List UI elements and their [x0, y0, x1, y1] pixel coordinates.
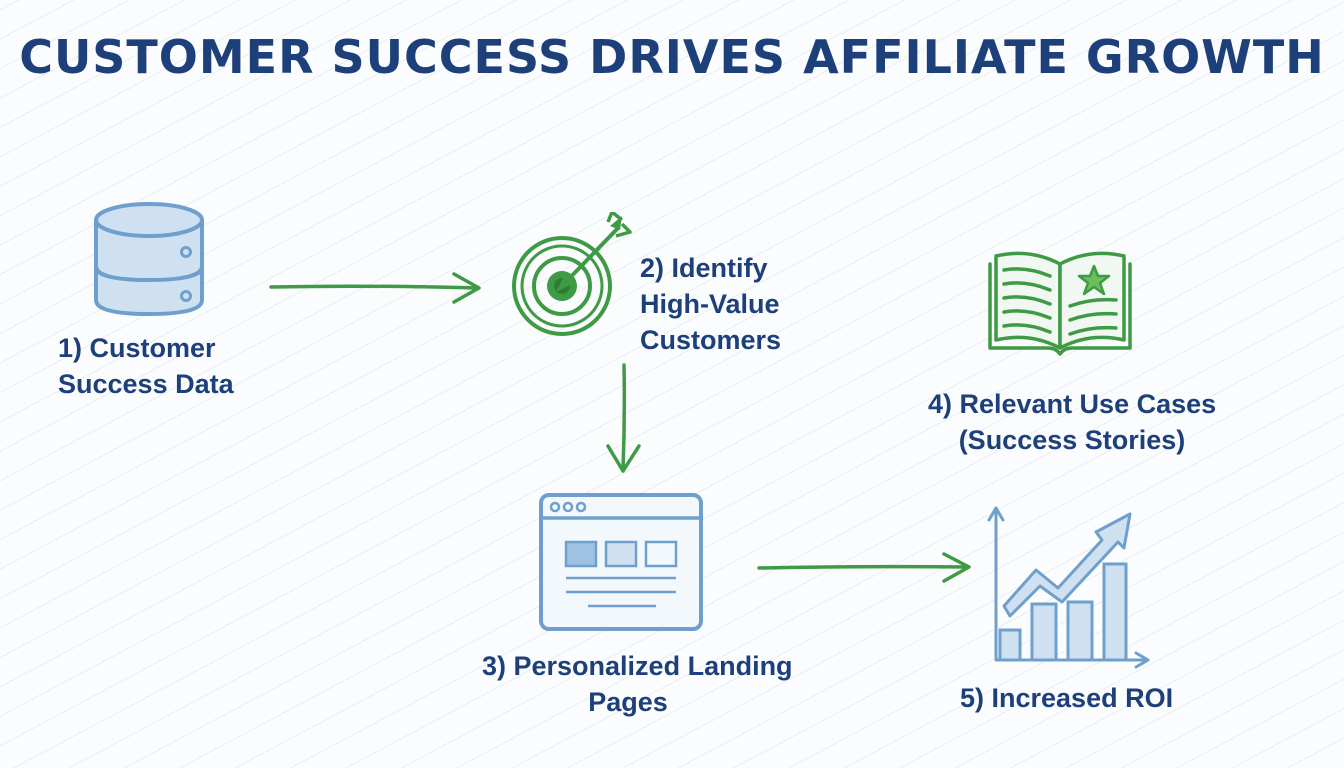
step-2-line-3: Customers [640, 325, 782, 355]
step-5-line-1: 5) Increased ROI [960, 683, 1174, 713]
step-2-line-2: High-Value [640, 289, 780, 319]
open-book-icon [988, 251, 1132, 356]
arrow-right-icon [757, 552, 971, 583]
step-4-label: 4) Relevant Use Cases (Success Stories) [928, 386, 1216, 458]
arrow-right-icon [269, 272, 481, 304]
step-1-label: 1) Customer Success Data [58, 330, 234, 402]
step-1-line-2: Success Data [58, 369, 234, 399]
step-3-line-2: Pages [588, 687, 668, 717]
step-4-line-2: (Success Stories) [958, 425, 1186, 455]
step-4-line-1: 4) Relevant Use Cases [928, 389, 1217, 419]
webpage-icon [539, 493, 703, 631]
step-3-label: 3) Personalized Landing Pages [482, 648, 793, 720]
step-2-line-1: 2) Identify [640, 253, 768, 283]
target-icon [512, 212, 632, 336]
step-1-line-1: 1) Customer [58, 333, 216, 363]
arrow-down-icon [606, 363, 641, 473]
page-title: CUSTOMER SUCCESS DRIVES AFFILIATE GROWTH [19, 30, 1325, 84]
database-icon [94, 202, 204, 316]
step-5-label: 5) Increased ROI [960, 680, 1173, 716]
growth-chart-icon [987, 506, 1150, 669]
step-2-label: 2) Identify High-Value Customers [640, 250, 781, 358]
step-3-line-1: 3) Personalized Landing [482, 651, 793, 681]
